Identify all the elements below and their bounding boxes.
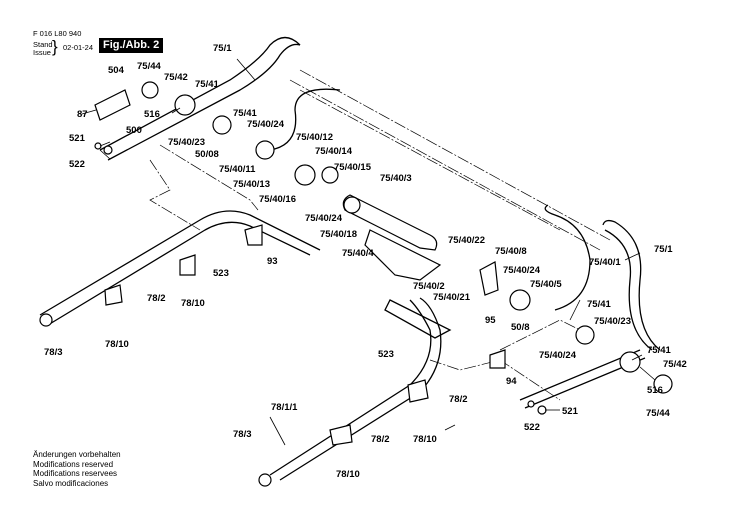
brace-glyph: } — [52, 37, 58, 56]
part-label: 75/40/2 — [413, 281, 445, 292]
part-label: 521 — [562, 406, 579, 417]
issue-date: 02-01-24 — [63, 43, 94, 52]
part-label: 75/40/4 — [342, 248, 374, 259]
part-label: 78/10 — [105, 339, 129, 350]
bowden-cable — [269, 88, 591, 311]
issue-label: Issue — [33, 48, 51, 57]
part-label: 75/41 — [195, 79, 219, 90]
document-number: F 016 L80 940 — [33, 29, 82, 38]
part-label: 522 — [69, 159, 85, 170]
part-label: 78/10 — [413, 434, 437, 445]
part-label: 75/42 — [164, 72, 188, 83]
part-label: 523 — [213, 268, 229, 279]
part-label: 78/10 — [336, 469, 360, 480]
part-label: 75/40/21 — [433, 292, 471, 303]
part-label: 75/41 — [647, 345, 671, 356]
footer-note-de: Änderungen vorbehalten — [33, 450, 121, 459]
part-label: 75/40/22 — [448, 235, 485, 246]
part-label: 75/44 — [646, 408, 670, 419]
part-label: 75/40/15 — [334, 162, 372, 173]
part-label: 78/2 — [147, 293, 166, 304]
part-label: 78/3 — [233, 429, 252, 440]
part-label: 75/40/13 — [233, 179, 270, 190]
assembly-guide-lines — [149, 69, 611, 401]
part-label: 75/40/14 — [315, 146, 353, 157]
part-label: 75/41 — [587, 299, 611, 310]
footer-note-fr: Modifications reservees — [33, 469, 118, 478]
part-label: 75/40/23 — [168, 137, 205, 148]
leader-lines — [81, 58, 656, 446]
part-label: 75/40/18 — [320, 229, 357, 240]
lower-handle-tube — [39, 210, 452, 481]
figure-label: Fig./Abb. 2 — [99, 38, 164, 53]
part-label: 75/40/5 — [530, 279, 562, 290]
footer-note-es: Salvo modificaciones — [33, 478, 109, 488]
part-label: 78/10 — [181, 298, 205, 309]
part-label: 521 — [69, 133, 86, 144]
part-label: 75/40/24 — [503, 265, 541, 276]
part-label: 523 — [378, 349, 394, 360]
part-label: 75/40/16 — [259, 194, 296, 205]
part-label: 50/8 — [511, 322, 530, 333]
part-label: 93 — [267, 256, 278, 267]
grip-assembly — [39, 81, 673, 487]
part-label: 75/44 — [137, 61, 161, 72]
part-label: 75/40/23 — [594, 316, 631, 327]
part-label: 75/40/12 — [296, 132, 333, 143]
part-label: 522 — [524, 422, 540, 433]
part-label: 75/40/24 — [305, 213, 343, 224]
part-label: 50/08 — [195, 149, 219, 160]
part-label: 78/2 — [449, 394, 468, 405]
part-label: 75/40/24 — [247, 119, 285, 130]
part-label: 75/40/3 — [380, 173, 412, 184]
part-label: 500 — [126, 125, 142, 136]
part-label: 78/2 — [371, 434, 390, 445]
part-label: 94 — [506, 376, 517, 387]
part-label: 516 — [144, 109, 160, 120]
footer-note-en: Modifications reserved — [33, 459, 114, 469]
part-label: 75/40/11 — [219, 164, 256, 175]
part-label: 516 — [647, 385, 663, 396]
part-label: 75/40/8 — [495, 246, 527, 257]
part-label: 75/41 — [233, 108, 257, 119]
part-label: 95 — [485, 315, 496, 326]
part-label: 75/1 — [654, 244, 673, 255]
part-label: 78/3 — [44, 347, 63, 358]
part-label: 78/1/1 — [271, 402, 298, 413]
part-label: 75/40/1 — [589, 257, 621, 268]
part-label: 75/42 — [663, 359, 687, 370]
part-label: 87 — [77, 109, 88, 120]
stand-label: Stand — [33, 40, 53, 49]
part-label: 75/40/24 — [539, 350, 577, 361]
part-number-labels: 504 75/44 75/42 75/41 75/1 87 516 500 75… — [44, 43, 687, 480]
part-label: 75/1 — [213, 43, 232, 54]
part-label: 504 — [108, 65, 125, 76]
